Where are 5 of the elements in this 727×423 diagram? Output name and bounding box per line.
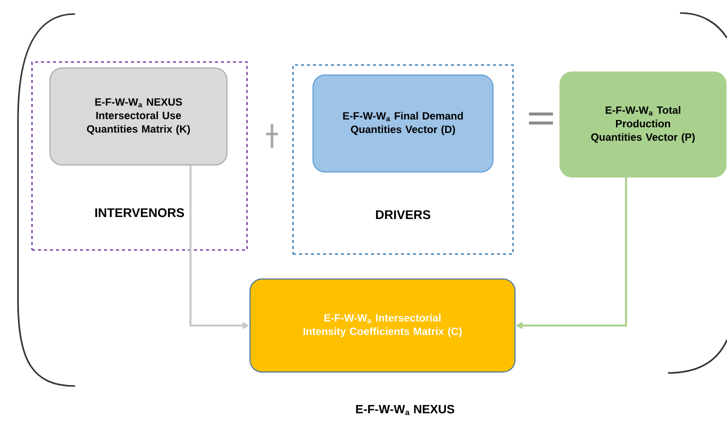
rounded-box: E-F-W-W$_{a}$ NEXUS Intersectoral Use Quantities Matrix (K)	[50, 68, 228, 166]
rounded-box: E-F-W-W$_{a}$ Intersectorial Intensity Coefficients Matrix (C)	[250, 278, 516, 372]
rounded-box: E-F-W-W$_{a}$ Final Demand Quantities Vector (D)	[312, 74, 494, 172]
caption: E-F-W-W$_{a}$ NEXUS	[356, 404, 454, 416]
rounded-box: E-F-W-W$_{a}$ Total Production Quantities Vector (P)	[560, 72, 726, 178]
